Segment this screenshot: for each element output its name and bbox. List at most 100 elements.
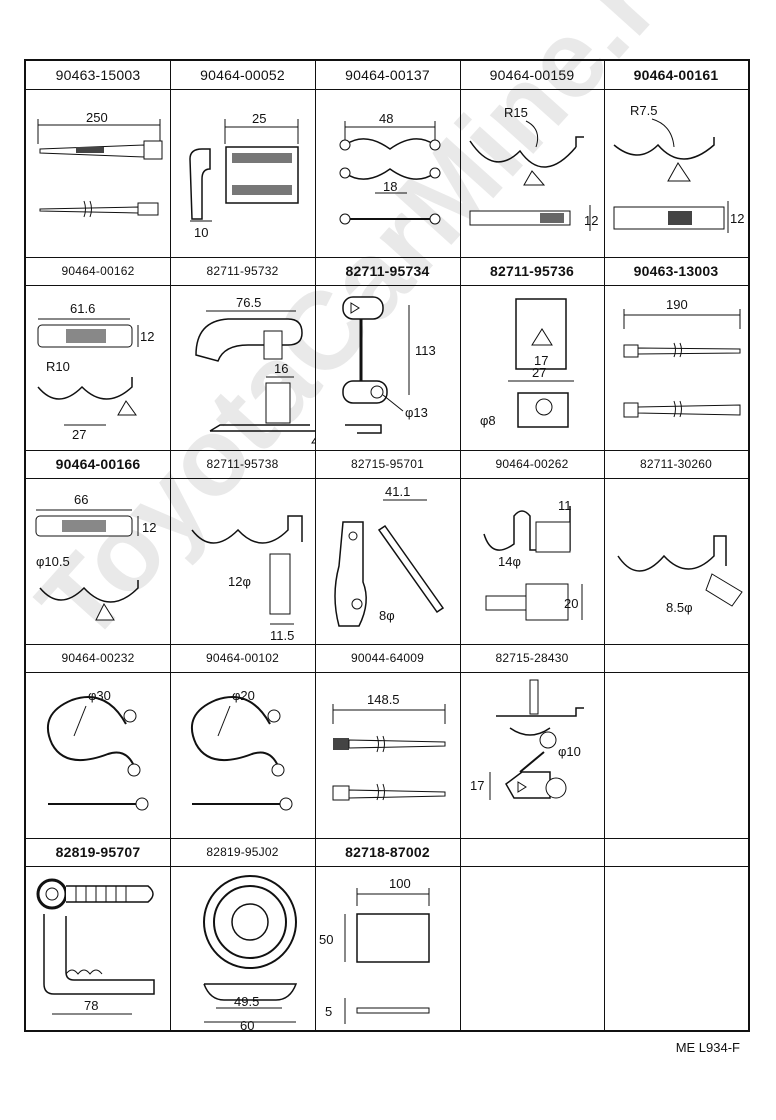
column-divider [604, 61, 605, 1030]
part-number: 90464-00232 [61, 651, 135, 665]
part-number: 82819-95707 [55, 844, 141, 860]
column-divider [315, 61, 316, 1030]
part-cell-empty [460, 838, 604, 1034]
part-number: 90464-00262 [495, 457, 569, 471]
dim-label: φ8 [480, 413, 496, 428]
part-number: 90464-00162 [61, 264, 135, 278]
part-number: 82715-28430 [495, 651, 569, 665]
part-cell: 90464-00232 φ30 [26, 644, 170, 838]
part-number [604, 838, 748, 866]
row-divider [26, 866, 748, 867]
figure-code: ME L934-F [675, 1040, 740, 1055]
dim-label: R10 [46, 359, 70, 374]
dim-label: 10 [194, 225, 208, 240]
row-divider [26, 644, 748, 645]
part-cell: 90464-00137 48 18 [315, 61, 460, 257]
clip-drawing: 48 18 [339, 111, 441, 225]
part-number: 82711-95738 [206, 457, 279, 471]
dim-label: 250 [86, 110, 108, 125]
clip-drawing: 12φ 11.5 [191, 515, 303, 643]
dim-label: 20 [564, 596, 578, 611]
part-cell: 82711-30260 8.5φ [604, 450, 748, 644]
row-divider [26, 478, 748, 479]
dim-label: 12 [142, 520, 156, 535]
part-cell: 90464-00159 R15 12 [460, 61, 604, 257]
part-cell: 90464-00161 R7.5 12 [604, 61, 748, 257]
part-number: 82711-95736 [490, 263, 574, 279]
pad-drawing: 100 50 5 [319, 876, 430, 1024]
dim-label: 48 [379, 111, 393, 126]
row-divider [26, 257, 748, 258]
row-divider [26, 285, 748, 286]
dim-label: 27 [72, 427, 86, 442]
dim-label: 17 [534, 353, 548, 368]
part-cell: 82819-95707 78 [26, 838, 170, 1034]
part-cell: 82711-95732 76.5 16 [170, 257, 315, 450]
part-cell: 90464-00166 66 12 φ10.5 [26, 450, 170, 644]
part-number [604, 644, 748, 672]
part-number: 82711-95734 [345, 263, 430, 279]
wire-clamp-drawing: φ30 [47, 688, 149, 811]
dim-label: φ10 [558, 744, 581, 759]
dim-label: φ30 [88, 688, 111, 703]
clip-drawing: 76.5 16 [195, 295, 315, 444]
clip-assembly-drawing: φ10 17 [470, 679, 584, 800]
clip-drawing: 61.6 12 R10 27 [37, 301, 154, 442]
row-divider [26, 838, 748, 839]
dim-label: 8.5φ [666, 600, 693, 615]
dim-label: 66 [74, 492, 88, 507]
part-cell: 82711-95738 12φ 11.5 [170, 450, 315, 644]
clip-drawing: 25 10 [189, 111, 299, 240]
dim-label: 12 [140, 329, 154, 344]
grommet-drawing: 78 [36, 878, 155, 1015]
dim-label: 11 [558, 498, 572, 513]
part-cell: 90463-13003 190 [604, 257, 748, 450]
dim-label: 78 [84, 998, 98, 1013]
part-number [460, 838, 604, 866]
part-number: 90464-00166 [55, 456, 141, 472]
dim-label: 60 [240, 1018, 254, 1032]
row-divider [26, 450, 748, 451]
dim-label: 12 [730, 211, 744, 226]
part-cell: 90464-00162 61.6 12 R10 27 [26, 257, 170, 450]
dim-label: 50 [319, 932, 333, 947]
dim-label: 18 [383, 179, 397, 194]
part-cell: 82819-95J02 49.5 60 [170, 838, 315, 1034]
clip-drawing: 17 27 φ8 [480, 298, 574, 428]
dim-label: R15 [504, 105, 528, 120]
dim-label: 41.1 [385, 484, 410, 499]
part-cell: 90464-00052 25 10 [170, 61, 315, 257]
dim-label: 17 [470, 778, 484, 793]
dim-label: 113 [415, 343, 436, 358]
clip-drawing: R7.5 12 [613, 103, 744, 233]
dim-label: 148.5 [367, 692, 400, 707]
part-number: 90464-00052 [200, 67, 285, 83]
parts-table: 90463-15003 250 90464-00052 25 10 90464-… [24, 59, 750, 1032]
part-number: 90463-15003 [55, 67, 141, 83]
dim-label: 16 [274, 361, 288, 376]
clip-drawing: 8.5φ [617, 535, 743, 615]
dim-label: 12 [584, 213, 598, 228]
dim-label: 76.5 [236, 295, 261, 310]
part-number: 82819-95J02 [206, 845, 279, 859]
bracket-drawing: 41.1 8φ [334, 484, 445, 627]
column-divider [460, 61, 461, 1030]
part-cell: 90044-64009 148.5 [315, 644, 460, 838]
part-cell: 82715-95701 41.1 8φ [315, 450, 460, 644]
wire-clamp-drawing: φ20 [191, 688, 293, 811]
dim-label: 61.6 [70, 301, 95, 316]
dim-label: φ13 [405, 405, 428, 420]
clip-drawing: R15 12 [469, 105, 598, 231]
part-number: 82711-30260 [639, 457, 713, 471]
bracket-drawing: 113 φ13 [342, 296, 436, 434]
dim-label: 12φ [228, 574, 251, 589]
part-number: 90464-00161 [633, 67, 719, 83]
part-number: 90464-00102 [206, 651, 279, 665]
part-cell: 82715-28430 φ10 17 [460, 644, 604, 838]
part-cell: 82718-87002 100 50 5 [315, 838, 460, 1034]
part-cell-empty [604, 838, 748, 1034]
dim-label: 14φ [498, 554, 521, 569]
part-number: 90044-64009 [351, 651, 424, 665]
clip-drawing: 66 12 φ10.5 [35, 492, 156, 621]
cable-tie-drawing: 190 [623, 297, 741, 418]
